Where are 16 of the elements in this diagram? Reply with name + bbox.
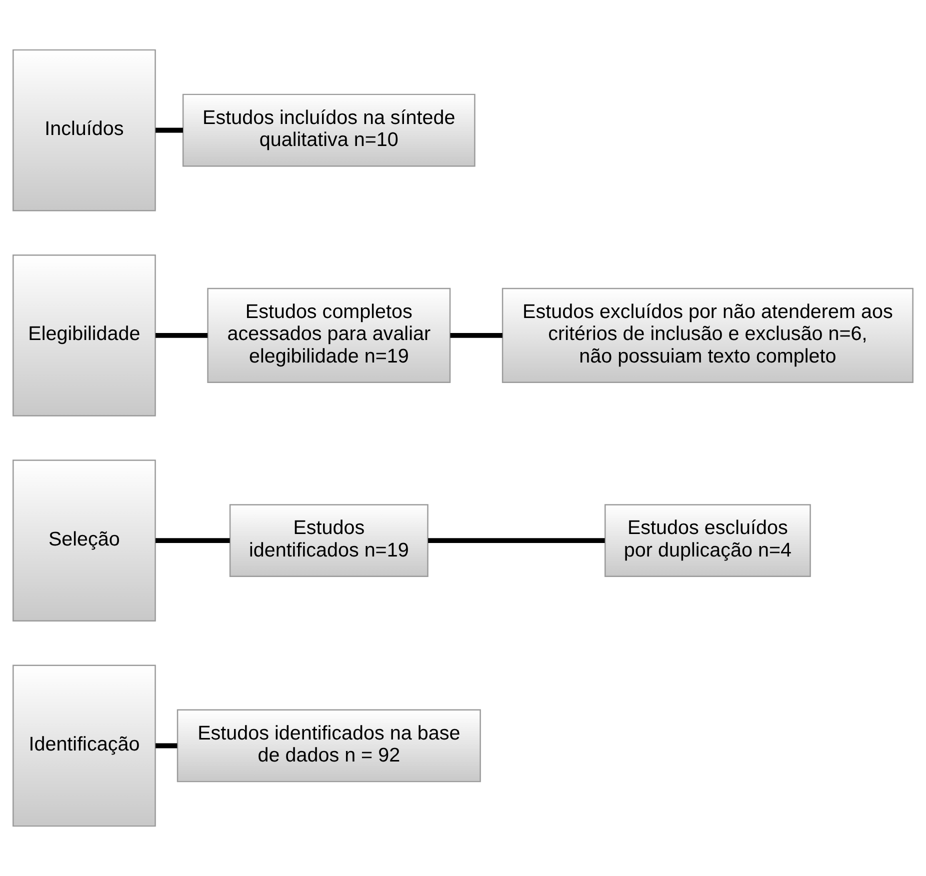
node-box: Seleção — [12, 460, 156, 622]
connector — [156, 332, 208, 338]
connector — [450, 332, 502, 338]
connector — [156, 743, 178, 748]
node-box: Elegibilidade — [12, 254, 156, 416]
node-box: Identificação — [12, 664, 156, 827]
node-box: Estudos incluídos na síntede qualitativa n=10 — [182, 94, 476, 167]
connector — [156, 128, 183, 133]
node-box: Estudos excluídos por não atenderem aos critérios de inclusão e exclusão n=6, não possuiam texto completo — [502, 288, 914, 383]
connector — [428, 538, 605, 544]
connector — [156, 538, 230, 544]
node-box: Estudos escluídos por duplicação n=4 — [604, 504, 811, 578]
node-box: Incluídos — [12, 49, 156, 212]
node-box: Estudos identificados n=19 — [229, 504, 428, 578]
node-box: Estudos completos acessados para avaliar elegibilidade n=19 — [207, 288, 451, 383]
node-box: Estudos identificados na base de dados n = 92 — [176, 709, 481, 782]
